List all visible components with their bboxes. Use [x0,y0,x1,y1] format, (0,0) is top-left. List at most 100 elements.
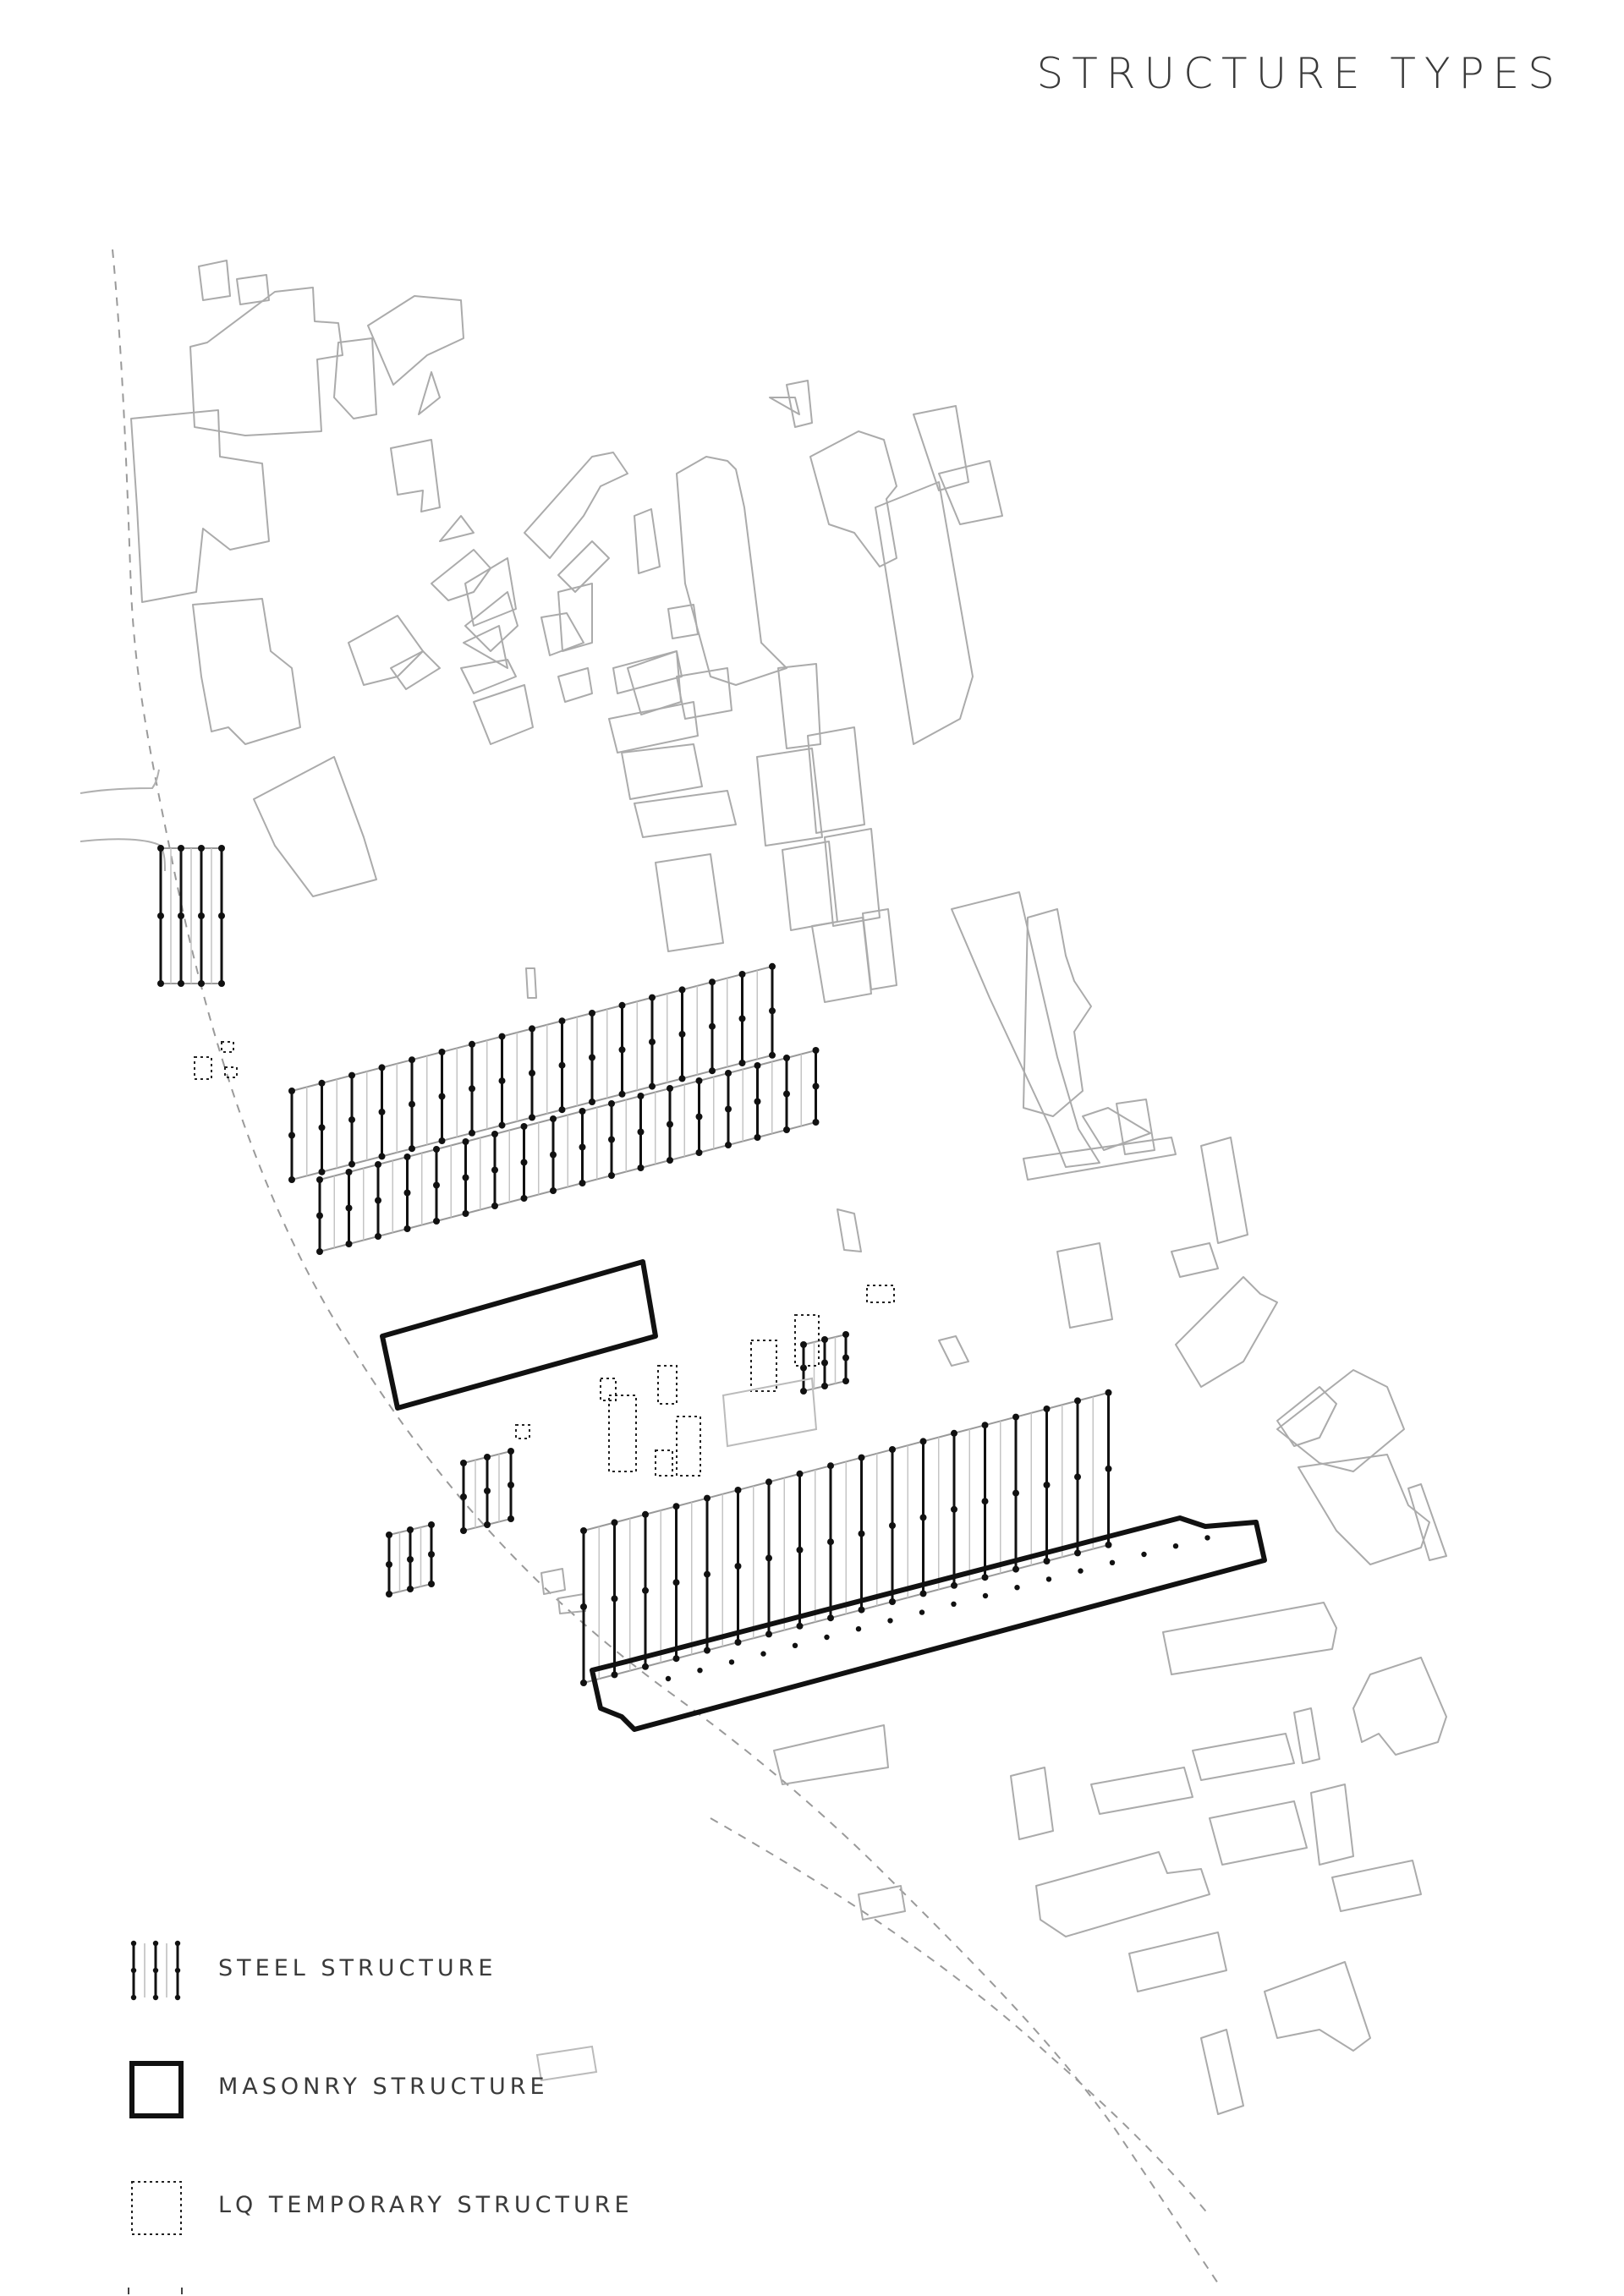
steel-column-dot [428,1521,435,1528]
steel-column-dot [642,1663,649,1670]
building [774,1725,888,1784]
steel-column-dot [783,1090,790,1098]
steel-column-dot [438,1137,446,1144]
steel-column-dot [1043,1482,1051,1488]
steel-column-dot [667,1085,673,1092]
steel-column-dot [821,1336,828,1343]
steel-column-dot [769,1051,776,1059]
building [952,892,1100,1167]
building [656,854,723,951]
building [391,651,440,689]
steel-column-dot [462,1210,469,1217]
boundary-dashed-east [710,1818,1210,2216]
building [391,440,440,512]
building [1201,2030,1243,2114]
steel-column-dot [157,980,164,987]
steel-column-dot [520,1123,528,1130]
steel-column-dot [428,1551,435,1558]
building [465,558,516,626]
steel-column-dot [580,1527,587,1534]
building [461,660,516,693]
building [237,275,269,304]
masonry-column-dot [728,1659,735,1665]
steel-column-dot [695,1077,703,1084]
steel-column-dot [608,1136,615,1143]
steel-column-dot [1043,1558,1051,1564]
steel-column-dot [618,1001,626,1009]
steel-column-dot [1012,1565,1019,1573]
steel-column-dot [378,1153,386,1160]
steel-column-dot [589,1099,595,1105]
steel-column-dot [520,1195,528,1202]
steel-column-dot [769,1007,776,1015]
steel-column-dot [1012,1489,1019,1497]
masonry-column-dot [951,1601,957,1608]
steel-block [157,845,225,987]
steel-column-dot [288,1132,295,1139]
steel-column-dot [709,1067,716,1075]
steel-column-dot [919,1590,927,1597]
steel-column-dot [611,1519,618,1526]
building [837,1209,861,1252]
steel-column-dot [580,1603,587,1610]
steel-column-dot [558,1106,566,1114]
steel-column-dot [725,1142,732,1148]
steel-column-dot [589,1010,595,1016]
steel-column-dot [460,1460,467,1466]
road-edges [80,770,165,871]
steel-column-dot [288,1176,295,1183]
road-edge-upper [80,770,159,793]
steel-column-dot [796,1470,804,1477]
steel-column-dot [618,1090,626,1098]
steel-column-dot [672,1655,680,1663]
steel-column-dot [433,1146,440,1153]
building [810,431,897,567]
steel-column-dot [409,1056,415,1064]
steel-column-dot [649,1038,656,1046]
steel-column-dot [1074,1549,1081,1557]
steel-block [386,1521,435,1597]
steel-column-dot [198,845,205,852]
building [939,461,1002,524]
masonry-column-dot [855,1626,862,1632]
building [334,338,376,419]
steel-column-dot [637,1164,645,1171]
steel-column-dot [345,1169,353,1175]
steel-column-dot [704,1570,710,1578]
steel-column-dot [345,1204,353,1212]
steel-column-dot [409,1145,415,1153]
steel-column-dot [345,1241,353,1247]
steel-column-dot [498,1033,506,1040]
steel-column-dot [642,1586,649,1594]
building [464,626,508,668]
steel-column-dot [403,1189,411,1197]
building [348,616,423,685]
steel-column-dot [1012,1413,1019,1421]
steel-column-dot [498,1077,506,1085]
building [1171,1243,1218,1277]
temp-structure [601,1378,616,1400]
steel-column-dot [558,1017,566,1025]
building [609,702,698,753]
steel-column-dot [433,1218,440,1225]
steel-column-dot [316,1248,323,1255]
steel-column-dot [378,1108,386,1115]
building [677,457,787,685]
masonry-column-dot [1172,1543,1179,1549]
steel-column-dot [460,1493,467,1500]
building [1210,1801,1307,1865]
steel-column-dot [827,1462,834,1470]
building [1023,909,1091,1116]
building [199,260,230,300]
building [541,613,584,655]
temp-structure [222,1042,233,1052]
steel-column-dot [858,1530,865,1537]
steel-column-dot [579,1180,586,1186]
building [634,791,736,837]
steel-column-dot [709,1022,716,1030]
masonry-column-dot [1045,1576,1052,1582]
building [1332,1860,1421,1911]
building [1091,1767,1193,1814]
